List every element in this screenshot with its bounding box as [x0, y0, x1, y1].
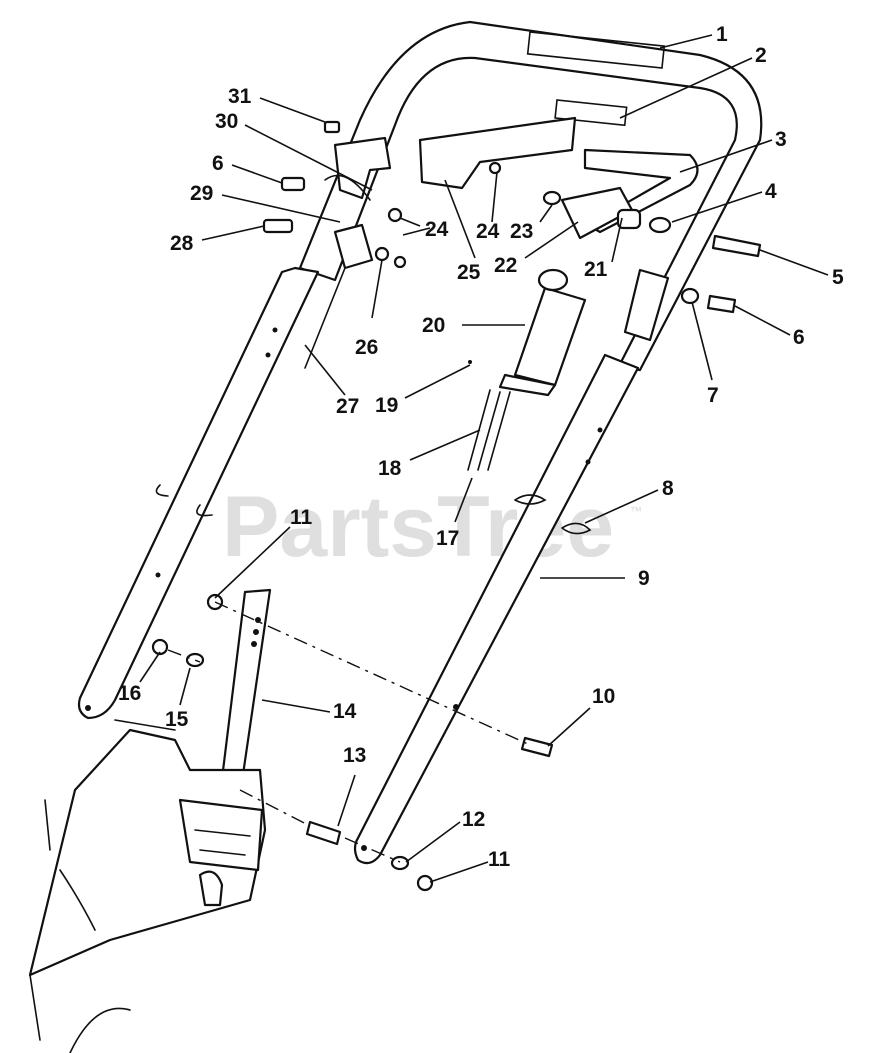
- callout-6-left: 6: [212, 152, 224, 175]
- callout-labels: 1 2 3 4 5 6 7 8 9 10 11 12 13 14 15 16 1…: [118, 23, 844, 871]
- callout-22: 22: [494, 254, 517, 277]
- callout-8: 8: [662, 477, 674, 500]
- watermark-trademark: ™: [630, 504, 642, 518]
- callout-4: 4: [765, 180, 777, 203]
- watermark: PartsTree ™: [222, 479, 642, 575]
- callout-6: 6: [793, 326, 805, 349]
- callout-21: 21: [584, 258, 608, 281]
- callout-24-right: 24: [476, 220, 500, 243]
- callout-9: 9: [638, 567, 650, 590]
- left-fasteners: [262, 120, 502, 269]
- assembly-alignment-lines: [167, 601, 531, 863]
- callout-17: 17: [436, 527, 459, 550]
- callout-28: 28: [170, 232, 194, 255]
- callout-10: 10: [592, 685, 615, 708]
- callout-15: 15: [165, 708, 189, 731]
- right-bracket-assembly: [542, 148, 762, 342]
- mower-deck: [28, 719, 267, 1053]
- callout-14: 14: [333, 700, 357, 723]
- callout-27: 27: [336, 395, 359, 418]
- callout-23: 23: [510, 220, 533, 243]
- callout-12: 12: [462, 808, 485, 831]
- callout-11-lower: 11: [488, 848, 511, 871]
- pivot-hardware: [151, 593, 554, 892]
- upper-handle-loop: [298, 20, 763, 372]
- callout-30: 30: [215, 110, 238, 133]
- callout-26: 26: [355, 336, 378, 359]
- callout-20: 20: [422, 314, 445, 337]
- callout-13: 13: [343, 744, 366, 767]
- callout-25: 25: [457, 261, 481, 284]
- callout-18: 18: [378, 457, 402, 480]
- callout-19: 19: [375, 394, 398, 417]
- wire-clips: [155, 484, 592, 535]
- control-bracket: [467, 268, 587, 471]
- callout-5: 5: [832, 266, 844, 289]
- callout-3: 3: [775, 128, 787, 151]
- right-handle-tube: [353, 353, 640, 865]
- callout-11-upper: 11: [290, 506, 313, 529]
- callout-16: 16: [118, 682, 141, 705]
- callout-7: 7: [707, 384, 719, 407]
- callout-31: 31: [228, 85, 252, 108]
- upper-bracket-assembly: [304, 116, 577, 369]
- callout-2: 2: [755, 44, 767, 67]
- leader-lines: [139, 34, 829, 883]
- left-handle-tube: [77, 266, 320, 720]
- callout-29: 29: [190, 182, 213, 205]
- callout-24-left: 24: [425, 218, 449, 241]
- callout-1: 1: [716, 23, 728, 46]
- height-adjust-bar: [218, 588, 272, 797]
